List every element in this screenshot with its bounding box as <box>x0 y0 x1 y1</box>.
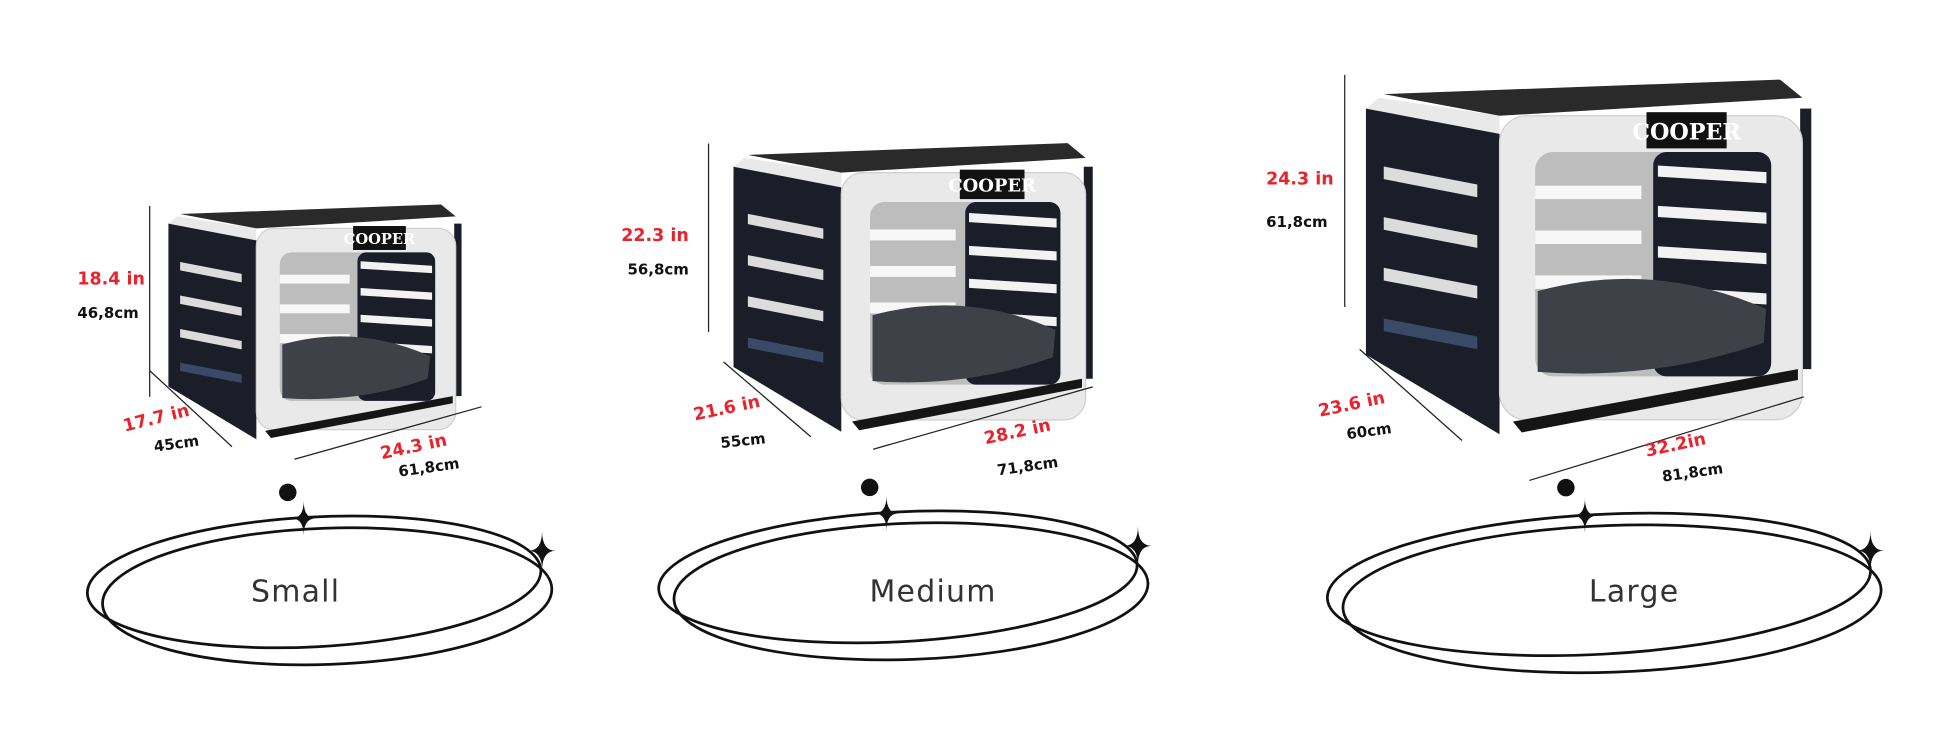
size-label-large: Large <box>1589 574 1679 609</box>
orbit-ornament <box>657 478 1152 662</box>
width-dimension-line <box>294 406 482 460</box>
inner-slat <box>360 314 433 327</box>
inner-slat <box>969 213 1057 228</box>
depth-cm: 55cm <box>720 429 767 452</box>
crate-image-large: COOPER <box>1365 79 1812 435</box>
back-edge <box>454 223 462 397</box>
cushion <box>872 305 1056 383</box>
depth-cm: 60cm <box>1345 419 1392 443</box>
sparkle-icon <box>1123 525 1152 566</box>
orbit-dot <box>279 483 297 502</box>
inner-slat <box>1657 246 1767 265</box>
back-edge <box>1800 108 1812 370</box>
side-slot <box>1383 166 1478 198</box>
depth-dimension-line <box>149 370 233 448</box>
side-slot <box>180 295 242 316</box>
sparkle-icon <box>1856 530 1885 571</box>
back-slot <box>870 265 956 277</box>
side-slot <box>747 337 824 363</box>
cushion <box>1537 278 1767 374</box>
inner-slat <box>969 278 1057 294</box>
back-slot <box>279 274 350 284</box>
top-band <box>733 157 842 188</box>
back-slot <box>1535 230 1642 244</box>
brand-logo: COOPER <box>1632 119 1741 145</box>
sparkle-icon <box>1572 498 1598 534</box>
top-band <box>168 216 257 241</box>
base <box>852 378 1082 431</box>
depth-in: 17.7 in <box>121 401 191 437</box>
brand-plate <box>353 226 406 250</box>
height-cm: 61,8cm <box>1266 213 1327 231</box>
height-cm: 56,8cm <box>627 261 688 279</box>
orbit-ring <box>672 521 1150 662</box>
orbit-ring <box>1341 523 1883 675</box>
base <box>1512 369 1798 433</box>
size-label-medium: Medium <box>869 574 996 609</box>
sparkle-icon <box>528 530 557 571</box>
width-in: 32.2in <box>1643 429 1707 461</box>
cushion <box>282 336 431 400</box>
back-slot <box>870 229 956 241</box>
crate-image-small: COOPER <box>168 204 462 440</box>
depth-in: 21.6 in <box>692 392 762 426</box>
height-in: 24.3 in <box>1266 170 1334 190</box>
top-panel <box>1383 79 1803 116</box>
back-slot <box>1535 185 1642 200</box>
base <box>265 396 453 439</box>
orbit-dot <box>860 478 879 497</box>
product-small: COOPER 18.4 in 46,8cm 17.7 in 45cm 24.3 … <box>77 204 557 667</box>
orbit-ornament <box>1325 478 1885 675</box>
height-cm: 46,8cm <box>77 304 138 322</box>
inner-slat <box>360 288 433 300</box>
side-slot <box>747 255 824 281</box>
sparkle-icon <box>874 495 899 531</box>
depth-cm: 45cm <box>153 432 200 456</box>
orbit-ring <box>101 526 554 667</box>
top-panel <box>180 204 456 229</box>
width-dimension-line <box>873 386 1093 450</box>
depth-dimension-line <box>723 361 812 438</box>
side-slot <box>180 261 242 283</box>
product-large: COOPER 24.3 in 61,8cm 23.6 in 60cm 32.2i… <box>1266 74 1885 675</box>
depth-in: 23.6 in <box>1317 388 1387 422</box>
sparkle-icon <box>291 500 316 536</box>
side-slot <box>1383 267 1478 299</box>
side-slot <box>1383 217 1478 248</box>
side-slot <box>180 362 242 383</box>
height-in: 22.3 in <box>621 226 689 246</box>
inner-slat <box>360 261 433 274</box>
top-panel <box>747 143 1086 173</box>
depth-dimension-line <box>1359 348 1463 441</box>
inner-slat <box>969 245 1057 261</box>
width-cm: 81,8cm <box>1661 459 1724 485</box>
size-label-small: Small <box>251 574 340 609</box>
top-band <box>1365 97 1500 134</box>
side-slot <box>1383 318 1478 350</box>
inner-slat <box>1657 165 1767 184</box>
width-cm: 71,8cm <box>996 453 1059 479</box>
height-in: 18.4 in <box>77 270 145 290</box>
brand-logo: COOPER <box>344 231 416 248</box>
back-edge <box>1083 166 1093 379</box>
orbit-ornament <box>85 483 557 667</box>
side-slot <box>180 329 242 350</box>
back-slot <box>279 304 350 314</box>
orbit-dot <box>1557 478 1575 497</box>
side-slot <box>747 296 824 322</box>
width-dimension-line <box>1529 396 1804 482</box>
side-slot <box>747 213 824 239</box>
product-medium: COOPER 22.3 in 56,8cm 21.6 in 55cm 28.2 … <box>621 143 1152 662</box>
crate-image-medium: COOPER <box>733 143 1093 432</box>
brand-logo: COOPER <box>948 176 1037 197</box>
inner-slat <box>1657 205 1767 224</box>
brand-plate <box>1646 112 1727 149</box>
brand-plate <box>959 169 1025 200</box>
